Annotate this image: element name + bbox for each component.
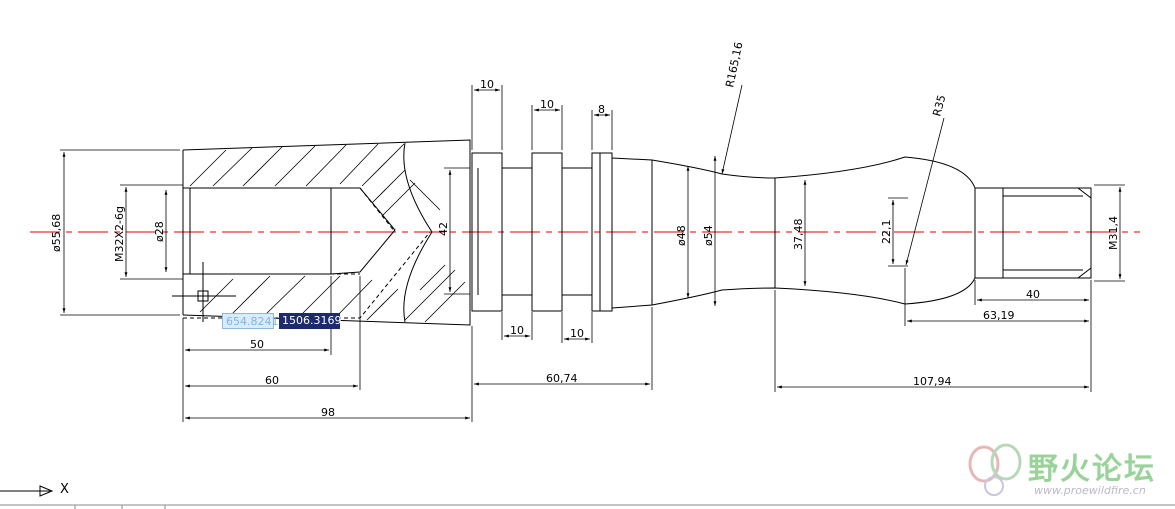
dim-42: 42 (437, 222, 450, 236)
cursor-y-input[interactable]: 1506.3169 (279, 313, 342, 329)
dim-6074: 60,74 (546, 372, 578, 385)
dim-10c: 10 (510, 324, 524, 337)
ucs-icon (0, 485, 54, 497)
left-section-outline (182, 139, 471, 326)
dim-dia54: ø54 (702, 225, 715, 246)
collars (471, 152, 1092, 312)
watermark-url: www.proewildfire.cn (1034, 484, 1146, 497)
dim-6319: 63,19 (983, 309, 1015, 322)
watermark-cn-text: 野火论坛 (1028, 452, 1156, 487)
dim-10794: 107,94 (913, 375, 952, 388)
dim-8: 8 (598, 103, 605, 116)
dim-thread-right: M31,4 (1107, 216, 1120, 250)
dim-dia28: ø28 (153, 221, 166, 242)
dim-40: 40 (1026, 288, 1040, 301)
dim-10b: 10 (540, 98, 554, 111)
dim-3748: 37,48 (792, 219, 805, 251)
watermark: 野火论坛 www.proewildfire.cn (966, 440, 1171, 500)
dim-thread-left: M32X2-6g (113, 206, 126, 262)
butterfly-logo-icon (968, 443, 1022, 496)
ucs-x-label: X (60, 482, 69, 497)
dim-98: 98 (321, 406, 335, 419)
hatch-pattern-left (189, 143, 466, 323)
dim-221: 22,1 (880, 220, 893, 245)
dim-r35: R35 (930, 94, 948, 118)
dim-10a: 10 (480, 78, 494, 91)
dim-50: 50 (250, 338, 264, 351)
crosshair-cursor (172, 262, 236, 322)
dim-60: 60 (265, 374, 279, 387)
dimension-lines (60, 84, 1125, 422)
dim-dia48: ø48 (675, 225, 688, 246)
dim-r16516: R165,16 (723, 41, 745, 89)
dim-dia5568: ø55,68 (50, 214, 63, 252)
dimension-texts: ø55,68 M32X2-6g ø28 42 10 10 8 R165,16 R… (50, 41, 1120, 419)
dim-10d: 10 (570, 327, 584, 340)
layout-tab-strip[interactable] (0, 504, 1175, 509)
cursor-x-input[interactable]: 654.8241 (222, 313, 279, 329)
